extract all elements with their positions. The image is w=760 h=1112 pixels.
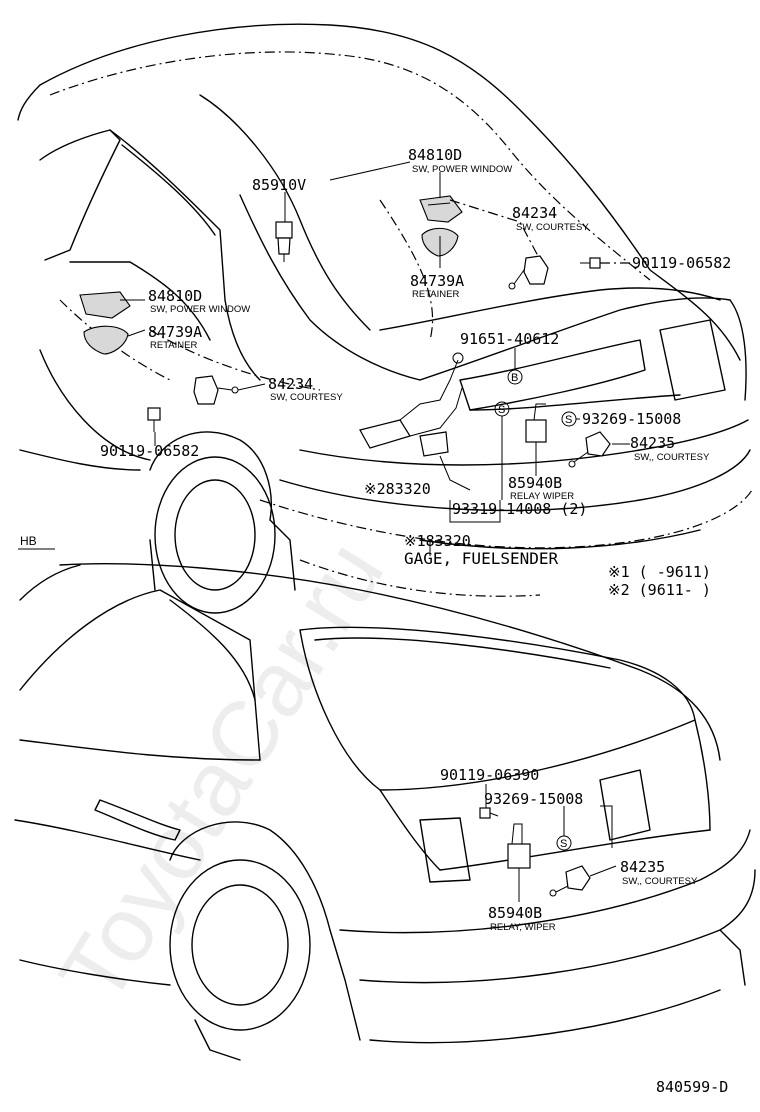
desc-85940b-bot: RELAY, WIPER (490, 922, 556, 933)
section-marker-hb: HB (18, 534, 55, 550)
label-84235-bot: 84235 (620, 858, 665, 876)
lower-callouts: 90119-06390 93269-15008 84235 SW,, COURT… (440, 766, 698, 933)
label-90119-06582-l: 90119-06582 (100, 442, 199, 460)
svg-text:S: S (560, 838, 567, 850)
legend-line-2: ※2 (9611- ) (608, 581, 711, 599)
part-power-window-switch-top[interactable] (419, 195, 463, 223)
part-bolt-lower[interactable] (479, 807, 499, 819)
legend-line-1: ※1 ( -9611) (608, 563, 711, 581)
label-84234-top: 84234 (512, 204, 557, 222)
part-relay-wiper-top[interactable] (525, 403, 547, 443)
lower-leader-lines (485, 784, 617, 902)
circle-s-marker-2: S (561, 411, 577, 427)
legend: ※1 ( -9611) ※2 (9611- ) (608, 563, 711, 599)
label-84810d-left: 84810D (148, 287, 202, 305)
label-gage-fuelsender: GAGE, FUELSENDER (404, 549, 558, 568)
part-85910v[interactable] (275, 221, 293, 262)
label-93319-14008: 93319-14008 (2) (452, 500, 587, 518)
upper-callouts: 84810D SW, POWER WINDOW 85910V 84234 SW,… (100, 146, 731, 568)
upper-car-outline (17, 23, 753, 614)
part-courtesy-switch-84235-bottom[interactable] (549, 865, 591, 897)
svg-text:S: S (565, 414, 572, 426)
part-power-window-switch-left[interactable] (79, 291, 131, 319)
desc-84739a-left: RETAINER (150, 340, 197, 351)
desc-84235-bot: SW,, COURTESY (622, 876, 698, 887)
desc-84739a-top: RETAINER (412, 289, 459, 300)
desc-84810d-left: SW, POWER WINDOW (150, 304, 250, 315)
label-183320: ※183320 (404, 532, 471, 550)
label-283320: ※283320 (364, 480, 431, 498)
part-courtesy-switch-top[interactable] (508, 255, 549, 290)
part-relay-wiper-bottom[interactable] (507, 823, 531, 869)
diagram-code: 840599-D (656, 1078, 728, 1096)
label-84739a-left: 84739A (148, 323, 202, 341)
desc-84234-left: SW, COURTESY (270, 392, 343, 403)
label-84235-top: 84235 (630, 434, 675, 452)
circle-b-marker: B (507, 369, 523, 385)
part-bolt-right[interactable] (580, 257, 601, 269)
part-retainer-left[interactable] (83, 325, 129, 355)
label-85910v: 85910V (252, 176, 306, 194)
svg-text:HB: HB (20, 534, 37, 548)
desc-84234-top: SW, COURTESY (516, 222, 589, 233)
lower-car-outline (14, 563, 756, 1061)
desc-85940b-top: RELAY WIPER (510, 491, 574, 502)
label-93269-15008-top: 93269-15008 (582, 410, 681, 428)
desc-84810d-top: SW, POWER WINDOW (412, 164, 512, 175)
upper-leader-lines (120, 161, 630, 556)
part-courtesy-switch-84235-top[interactable] (568, 431, 611, 468)
label-90119-06390: 90119-06390 (440, 766, 539, 784)
desc-84235-top: SW,, COURTESY (634, 452, 710, 463)
part-fuel-sender-gage[interactable] (359, 352, 464, 457)
label-90119-06582-r: 90119-06582 (632, 254, 731, 272)
watermark-text: ToyotaCar.ru (40, 524, 403, 1020)
label-84234-left: 84234 (268, 375, 313, 393)
label-85940b-bot: 85940B (488, 904, 542, 922)
svg-text:S: S (498, 404, 505, 416)
label-84739a-top: 84739A (410, 272, 464, 290)
part-bolt-left[interactable] (147, 407, 161, 432)
label-91651-40612: 91651-40612 (460, 330, 559, 348)
part-courtesy-switch-left[interactable] (193, 375, 239, 405)
svg-text:B: B (511, 372, 518, 384)
circle-s-marker-lower: S (556, 835, 572, 851)
label-84810d-top: 84810D (408, 146, 462, 164)
label-93269-15008-bot: 93269-15008 (484, 790, 583, 808)
label-85940b-top: 85940B (508, 474, 562, 492)
